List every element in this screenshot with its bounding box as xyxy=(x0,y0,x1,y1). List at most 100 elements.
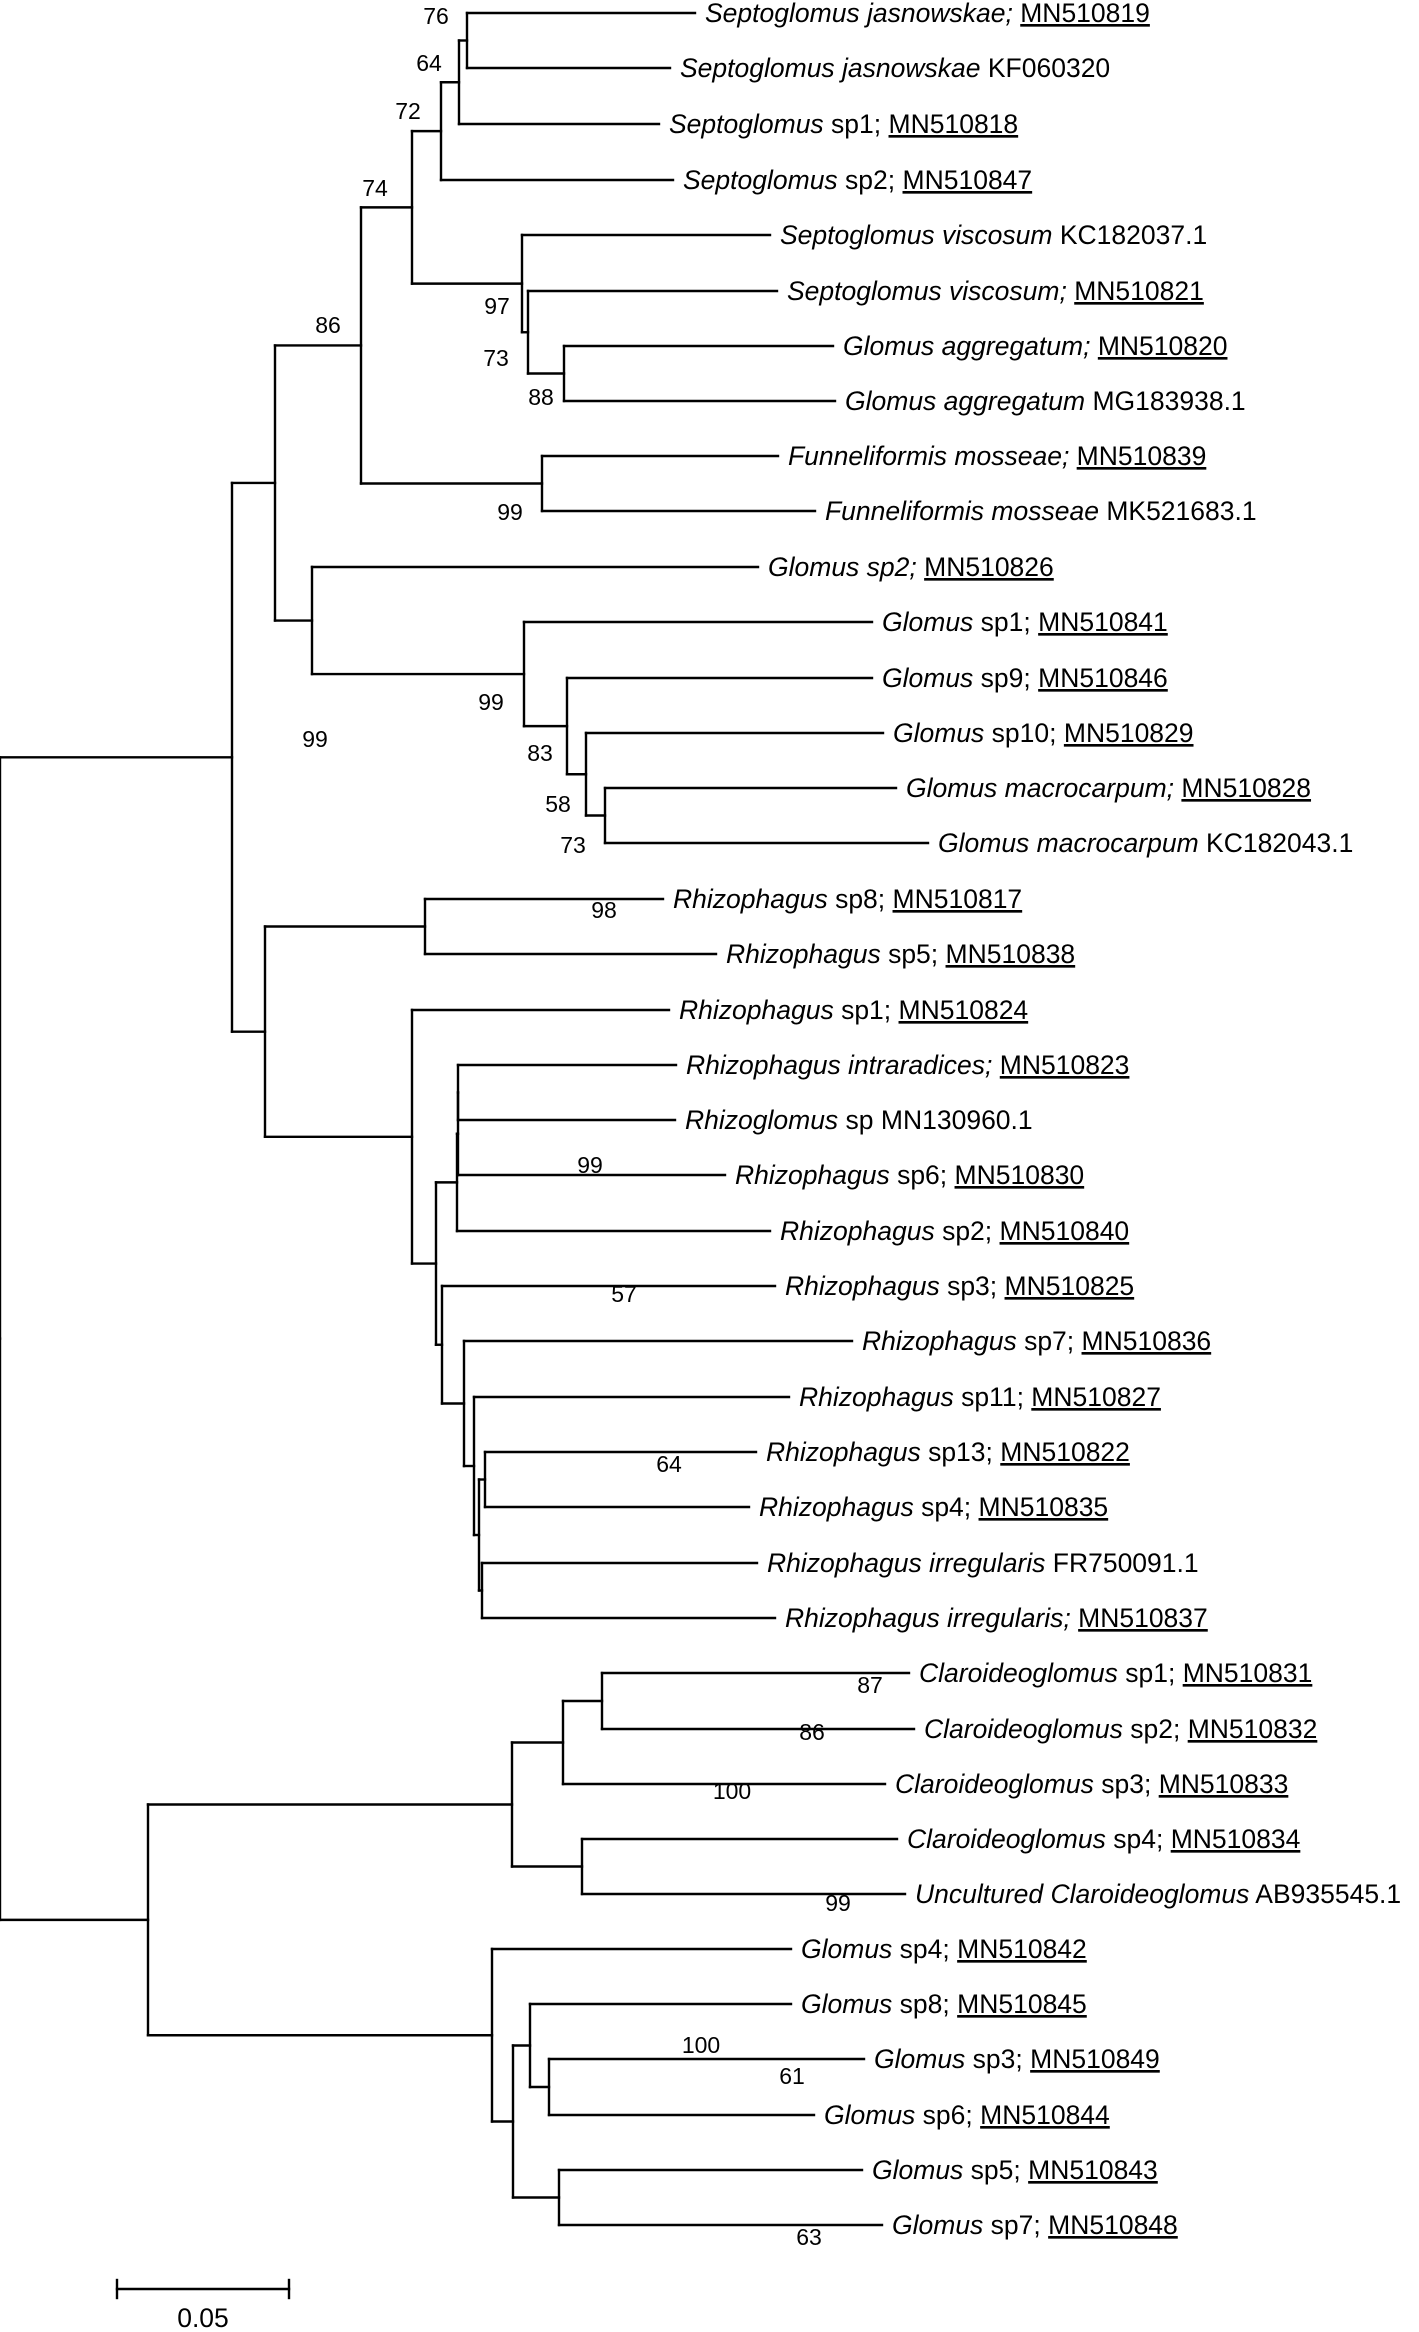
tree-branches xyxy=(0,11,930,2227)
taxon-detail: sp7; xyxy=(983,2210,1048,2240)
taxon-detail: sp11; xyxy=(954,1382,1032,1412)
taxon-label: Glomus sp2; MN510826 xyxy=(768,552,1054,582)
taxon-detail: sp4; xyxy=(1106,1824,1171,1854)
accession-number: MN510819 xyxy=(1020,0,1150,28)
bootstrap-value: 86 xyxy=(315,312,341,338)
taxon-label: Septoglomus jasnowskae; MN510819 xyxy=(705,0,1150,28)
bootstrap-value: 61 xyxy=(779,2063,805,2089)
taxon-name: Rhizophagus intraradices; xyxy=(686,1050,1000,1080)
taxon-detail: sp1; xyxy=(824,109,889,139)
bootstrap-value: 76 xyxy=(423,3,449,29)
bootstrap-value: 86 xyxy=(799,1719,825,1745)
taxon-name: Glomus xyxy=(893,718,984,748)
bootstrap-value: 100 xyxy=(713,1778,751,1804)
taxon-label: Glomus sp4; MN510842 xyxy=(801,1934,1087,1964)
taxon-detail: sp1; xyxy=(834,995,899,1025)
bootstrap-value: 99 xyxy=(825,1890,851,1916)
taxon-label: Rhizoglomus sp MN130960.1 xyxy=(685,1105,1033,1135)
taxon-name: Rhizoglomus xyxy=(685,1105,838,1135)
taxon-name: Septoglomus viscosum; xyxy=(787,276,1074,306)
taxon-detail: sp9; xyxy=(973,663,1038,693)
accession-number: MN510821 xyxy=(1074,276,1204,306)
taxon-detail: sp2; xyxy=(1123,1714,1188,1744)
taxon-label: Rhizophagus sp13; MN510822 xyxy=(766,1437,1130,1467)
taxon-detail: sp8; xyxy=(828,884,893,914)
taxon-detail: KC182037.1 xyxy=(1052,220,1207,250)
bootstrap-value: 73 xyxy=(560,832,586,858)
taxon-name: Rhizophagus xyxy=(780,1216,935,1246)
bootstrap-value: 99 xyxy=(577,1152,603,1178)
accession-number: MN510844 xyxy=(980,2100,1110,2130)
taxon-detail: sp5; xyxy=(881,939,946,969)
taxon-name: Glomus sp2; xyxy=(768,552,924,582)
taxon-detail: sp6; xyxy=(915,2100,980,2130)
taxon-label: Septoglomus jasnowskae KF060320 xyxy=(680,53,1110,83)
taxon-detail: sp2; xyxy=(935,1216,1000,1246)
taxon-label: Glomus sp3; MN510849 xyxy=(874,2044,1160,2074)
taxon-name: Glomus macrocarpum xyxy=(938,828,1199,858)
taxon-label: Funneliformis mosseae MK521683.1 xyxy=(825,496,1257,526)
taxon-name: Glomus xyxy=(892,2210,983,2240)
taxon-name: Septoglomus xyxy=(669,109,824,139)
accession-number: MN510835 xyxy=(979,1492,1109,1522)
accession-number: MN510822 xyxy=(1000,1437,1130,1467)
taxon-detail: sp1; xyxy=(973,607,1038,637)
taxon-label: Rhizophagus intraradices; MN510823 xyxy=(686,1050,1129,1080)
accession-number: MN510827 xyxy=(1031,1382,1161,1412)
taxon-label: Glomus sp9; MN510846 xyxy=(882,663,1168,693)
bootstrap-value: 100 xyxy=(682,2032,720,2058)
taxon-detail: sp10; xyxy=(984,718,1064,748)
accession-number: MN510823 xyxy=(1000,1050,1130,1080)
taxon-label: Glomus aggregatum MG183938.1 xyxy=(845,386,1246,416)
bootstrap-value: 83 xyxy=(527,740,553,766)
taxon-label: Rhizophagus sp6; MN510830 xyxy=(735,1160,1084,1190)
taxon-detail: sp2; xyxy=(838,165,903,195)
accession-number: MN510831 xyxy=(1183,1658,1313,1688)
accession-number: MN510829 xyxy=(1064,718,1194,748)
taxon-name: Septoglomus jasnowskae; xyxy=(705,0,1020,28)
taxon-detail: sp4; xyxy=(914,1492,979,1522)
taxon-label: Septoglomus sp1; MN510818 xyxy=(669,109,1018,139)
accession-number: MN510832 xyxy=(1188,1714,1318,1744)
taxon-label: Glomus sp6; MN510844 xyxy=(824,2100,1110,2130)
taxon-detail: KC182043.1 xyxy=(1199,828,1354,858)
taxon-label: Glomus aggregatum; MN510820 xyxy=(843,331,1227,361)
taxon-detail: sp MN130960.1 xyxy=(838,1105,1032,1135)
taxon-name: Septoglomus jasnowskae xyxy=(680,53,981,83)
taxon-name: Septoglomus viscosum xyxy=(780,220,1052,250)
taxon-detail: MK521683.1 xyxy=(1099,496,1257,526)
taxon-name: Rhizophagus xyxy=(759,1492,914,1522)
taxon-label: Claroideoglomus sp3; MN510833 xyxy=(895,1769,1288,1799)
accession-number: MN510818 xyxy=(889,109,1019,139)
taxon-detail: AB935545.1 xyxy=(1249,1879,1401,1909)
taxon-label: Glomus sp1; MN510841 xyxy=(882,607,1168,637)
taxon-name: Rhizophagus xyxy=(862,1326,1017,1356)
scale-bar-label: 0.05 xyxy=(177,2303,229,2332)
accession-number: MN510848 xyxy=(1048,2210,1178,2240)
taxon-name: Glomus xyxy=(874,2044,965,2074)
taxon-detail: sp4; xyxy=(892,1934,957,1964)
bootstrap-value: 88 xyxy=(528,384,554,410)
accession-number: MN510846 xyxy=(1038,663,1168,693)
accession-number: MN510837 xyxy=(1078,1603,1208,1633)
accession-number: MN510826 xyxy=(924,552,1054,582)
bootstrap-value: 73 xyxy=(483,345,509,371)
taxon-detail: sp13; xyxy=(921,1437,1001,1467)
accession-number: MN510836 xyxy=(1082,1326,1212,1356)
taxon-name: Rhizophagus xyxy=(735,1160,890,1190)
taxon-label: Septoglomus sp2; MN510847 xyxy=(683,165,1032,195)
accession-number: MN510820 xyxy=(1098,331,1228,361)
bootstrap-value: 99 xyxy=(497,499,523,525)
taxon-name: Glomus xyxy=(801,1934,892,1964)
bootstrap-value: 57 xyxy=(611,1281,637,1307)
bootstrap-value: 98 xyxy=(591,897,617,923)
taxon-label: Rhizophagus irregularis FR750091.1 xyxy=(767,1548,1199,1578)
bootstrap-value: 99 xyxy=(478,689,504,715)
taxon-label: Rhizophagus sp4; MN510835 xyxy=(759,1492,1108,1522)
accession-number: MN510833 xyxy=(1159,1769,1289,1799)
accession-number: MN510839 xyxy=(1077,441,1207,471)
taxon-name: Claroideoglomus xyxy=(895,1769,1094,1799)
bootstrap-value: 87 xyxy=(857,1672,883,1698)
taxon-detail: sp5; xyxy=(963,2155,1028,2185)
